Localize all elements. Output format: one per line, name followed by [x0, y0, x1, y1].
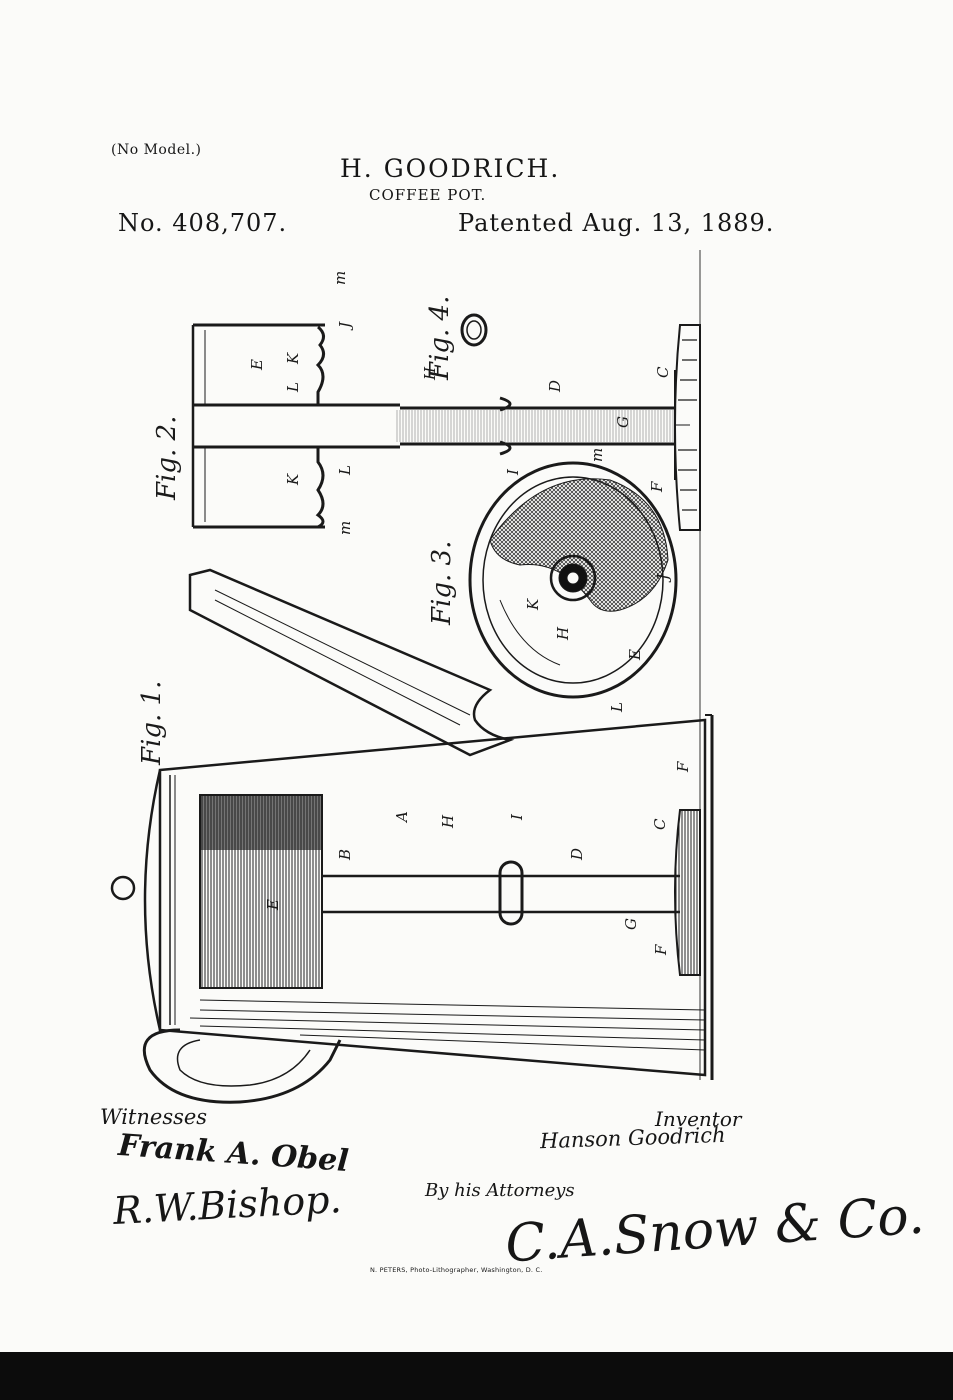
label-H-fig2: H [421, 366, 439, 381]
fig-4-label: Fig. 4. [425, 296, 455, 381]
label-D-fig2: D [546, 380, 564, 393]
label-B-fig1: B [336, 849, 354, 861]
attorneys-by-line: By his Attorneys [425, 1180, 575, 1201]
fig-2-label: Fig. 2. [152, 416, 182, 501]
label-E-fig1: E [264, 899, 282, 911]
figure-3 [468, 461, 678, 699]
label-H-fig1: H [439, 814, 457, 829]
label-K-fig2b: K [284, 473, 302, 486]
label-C-fig1: C [651, 818, 669, 830]
label-F-fig1b: F [652, 944, 670, 956]
label-A-fig1: A [393, 811, 411, 824]
scan-edge-bar [0, 1352, 953, 1400]
label-C-fig2: C [654, 366, 672, 378]
label-L-fig2b: L [336, 465, 354, 476]
label-F-fig1: F [674, 761, 692, 773]
label-J-fig3: J [654, 573, 672, 583]
fig-1-label: Fig. 1. [137, 681, 167, 766]
label-D-fig1: D [568, 848, 586, 861]
label-K-fig3: K [524, 598, 542, 611]
label-J-fig2: J [336, 321, 354, 331]
label-F-fig2: F [648, 481, 666, 493]
label-m-fig3: m [588, 448, 606, 462]
inventor-label: Inventor [655, 1107, 742, 1131]
label-I-fig2: I [504, 468, 522, 476]
label-E-fig2: E [248, 359, 266, 371]
label-G-fig1: G [622, 918, 640, 930]
label-I-fig1: I [508, 813, 526, 821]
label-G-fig2: G [614, 416, 632, 428]
label-K-fig2: K [284, 352, 302, 365]
invention-title: COFFEE POT. [369, 186, 487, 204]
witnesses-label: Witnesses [100, 1105, 208, 1129]
label-L-fig2: L [284, 382, 302, 393]
figure-4 [460, 313, 488, 347]
figure-1 [110, 568, 714, 1104]
part-labels: E K L J m H D C G K L m I m F J K H E L … [248, 271, 692, 956]
fig-3-label: Fig. 3. [427, 541, 457, 626]
label-m-top: m [331, 271, 349, 285]
label-m-bottom: m [336, 521, 354, 535]
label-E-fig3: E [626, 649, 644, 661]
label-H-fig3: H [554, 626, 572, 641]
no-model-note: (No Model.) [111, 142, 202, 158]
inventor-heading: H. GOODRICH. [340, 154, 561, 183]
printer-imprint: N. PETERS, Photo-Lithographer, Washingto… [370, 1266, 543, 1274]
label-L-fig3: L [608, 702, 626, 713]
figure-2 [191, 323, 701, 531]
patent-date: Patented Aug. 13, 1889. [458, 209, 775, 237]
patent-number: No. 408,707. [118, 209, 288, 237]
